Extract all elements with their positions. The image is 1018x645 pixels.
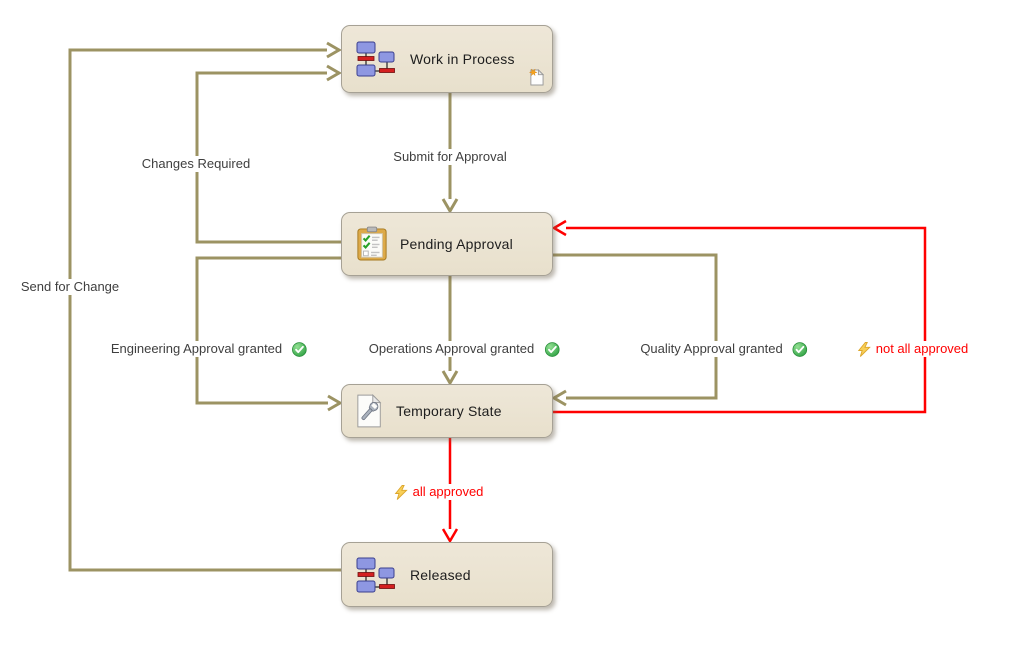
state-temporary-state[interactable]: Temporary State — [341, 384, 553, 438]
green-check-icon — [792, 341, 808, 357]
connector-quality-approval[interactable] — [551, 253, 718, 407]
transition-label-text: Quality Approval granted — [640, 341, 783, 356]
transition-label-text: Submit for Approval — [393, 149, 507, 164]
lifecycle-icon — [356, 41, 398, 77]
lightning-icon — [394, 484, 408, 500]
connector-changes-required[interactable] — [195, 64, 342, 244]
connector-not-all-approved[interactable] — [551, 219, 927, 414]
state-released[interactable]: Released — [341, 542, 553, 607]
clipboard-checklist-icon — [356, 226, 388, 262]
transition-label-all-approved[interactable]: all approved — [391, 484, 487, 500]
transition-label-text: Engineering Approval granted — [110, 341, 283, 356]
transition-label-text: all approved — [412, 484, 484, 499]
transition-label-engineering-approval[interactable]: Engineering Approval granted — [107, 341, 311, 357]
state-label: Temporary State — [396, 403, 502, 419]
state-work-in-process[interactable]: Work in Process — [341, 25, 553, 93]
lifecycle-icon — [356, 557, 398, 593]
transition-label-text: not all approved — [875, 341, 969, 356]
transition-label-text: Send for Change — [20, 279, 120, 294]
green-check-icon — [292, 341, 307, 357]
green-check-icon — [544, 341, 560, 357]
transition-label-operations-approval[interactable]: Operations Approval granted — [365, 341, 563, 357]
document-wrench-icon — [356, 394, 384, 428]
transition-label-quality-approval[interactable]: Quality Approval granted — [637, 341, 811, 357]
transition-label-send-for-change[interactable]: Send for Change — [17, 279, 123, 295]
new-document-icon — [529, 68, 544, 86]
lightning-icon — [857, 341, 871, 357]
transition-label-text: Changes Required — [141, 156, 251, 171]
transition-label-submit-for-approval[interactable]: Submit for Approval — [390, 149, 510, 165]
connector-engineering-approval[interactable] — [195, 256, 343, 412]
connector-operations-approval[interactable] — [441, 276, 459, 386]
state-label: Pending Approval — [400, 236, 513, 252]
transition-label-text: Operations Approval granted — [368, 341, 535, 356]
state-label: Released — [410, 566, 471, 583]
state-label: Work in Process — [410, 51, 515, 67]
connector-send-for-change[interactable] — [68, 41, 342, 572]
transition-label-changes-required[interactable]: Changes Required — [138, 156, 254, 172]
state-pending-approval[interactable]: Pending Approval — [341, 212, 553, 276]
transition-label-not-all-approved[interactable]: not all approved — [854, 341, 972, 357]
